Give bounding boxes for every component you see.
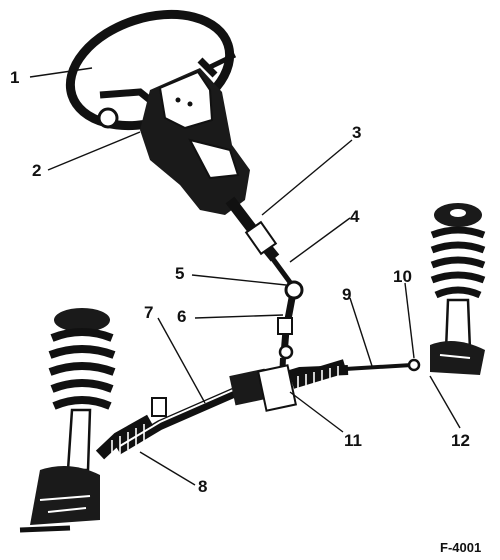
callout-10: 10 xyxy=(393,267,412,286)
steering-rack xyxy=(95,359,349,460)
callout-6: 6 xyxy=(177,307,186,326)
callout-9: 9 xyxy=(342,285,351,304)
callout-8: 8 xyxy=(198,477,207,496)
left-strut xyxy=(19,308,116,533)
callout-2: 2 xyxy=(32,161,41,180)
steering-column xyxy=(140,68,295,287)
callout-1: 1 xyxy=(10,68,19,87)
callout-labels: 1 2 3 4 5 6 7 8 9 10 11 12 xyxy=(10,68,470,496)
callout-5: 5 xyxy=(175,264,184,283)
right-strut xyxy=(430,203,486,375)
callout-7: 7 xyxy=(144,303,153,322)
callout-3: 3 xyxy=(352,123,361,142)
figure-id: F-4001 xyxy=(440,540,481,555)
callout-11: 11 xyxy=(344,431,362,450)
callout-4: 4 xyxy=(350,207,360,226)
leader-lines xyxy=(29,67,461,486)
callout-12: 12 xyxy=(451,431,470,450)
intermediate-shaft xyxy=(277,280,304,381)
tie-rod-right xyxy=(344,358,421,372)
